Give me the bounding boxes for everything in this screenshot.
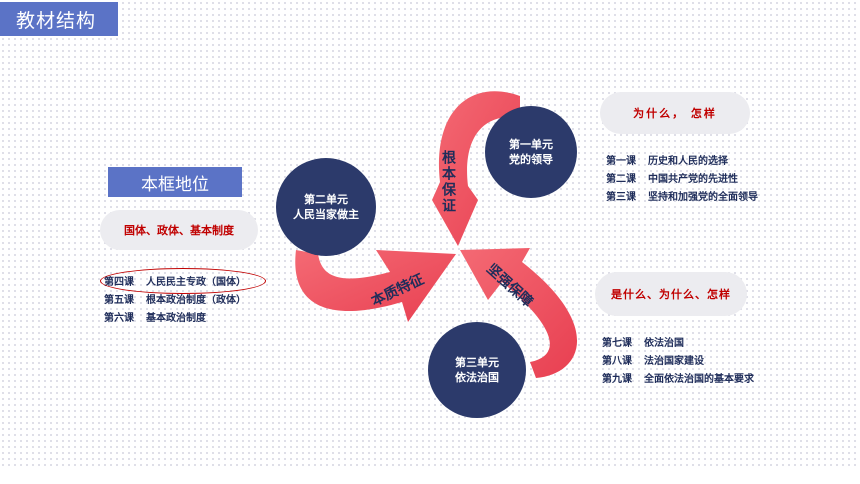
page-title: 教材结构 xyxy=(0,2,118,36)
top-right-pill: 为什么， 怎样 xyxy=(600,92,750,134)
left-pill: 国体、政体、基本制度 xyxy=(100,210,258,250)
bottom-bar xyxy=(0,466,860,484)
bottom-right-lesson-list: 第七课依法治国 第八课法治国家建设 第九课全面依法治国的基本要求 xyxy=(602,335,754,389)
unit-3-line2: 依法治国 xyxy=(455,371,499,384)
unit-1-circle: 第一单元 党的领导 xyxy=(485,106,577,198)
list-item: 第八课法治国家建设 xyxy=(602,356,704,367)
list-item: 第六课基本政治制度 xyxy=(104,313,206,324)
list-item: 第一课历史和人民的选择 xyxy=(606,156,728,167)
unit-2-circle: 第二单元 人民当家做主 xyxy=(276,158,376,256)
highlight-oval xyxy=(100,268,266,294)
frame-position-label: 本框地位 xyxy=(108,167,242,197)
unit-3-line1: 第三单元 xyxy=(455,356,499,369)
arrow-top-label: 根本保证 xyxy=(440,149,457,214)
arrow-left xyxy=(295,250,456,322)
unit-2-line2: 人民当家做主 xyxy=(293,208,359,221)
arrow-top xyxy=(432,91,520,246)
list-item: 第三课坚持和加强党的全面领导 xyxy=(606,192,758,203)
list-item: 第五课根本政治制度（政体） xyxy=(104,295,246,306)
unit-1-line1: 第一单元 xyxy=(509,138,553,151)
list-item: 第二课中国共产党的先进性 xyxy=(606,174,738,185)
bottom-right-pill: 是什么、为什么、怎样 xyxy=(595,272,747,316)
unit-3-circle: 第三单元 依法治国 xyxy=(428,322,526,418)
list-item: 第七课依法治国 xyxy=(602,338,684,349)
top-right-lesson-list: 第一课历史和人民的选择 第二课中国共产党的先进性 第三课坚持和加强党的全面领导 xyxy=(606,153,758,207)
list-item: 第九课全面依法治国的基本要求 xyxy=(602,374,754,385)
arrow-right xyxy=(460,248,578,378)
unit-2-line1: 第二单元 xyxy=(304,193,348,206)
unit-1-line2: 党的领导 xyxy=(509,153,553,166)
